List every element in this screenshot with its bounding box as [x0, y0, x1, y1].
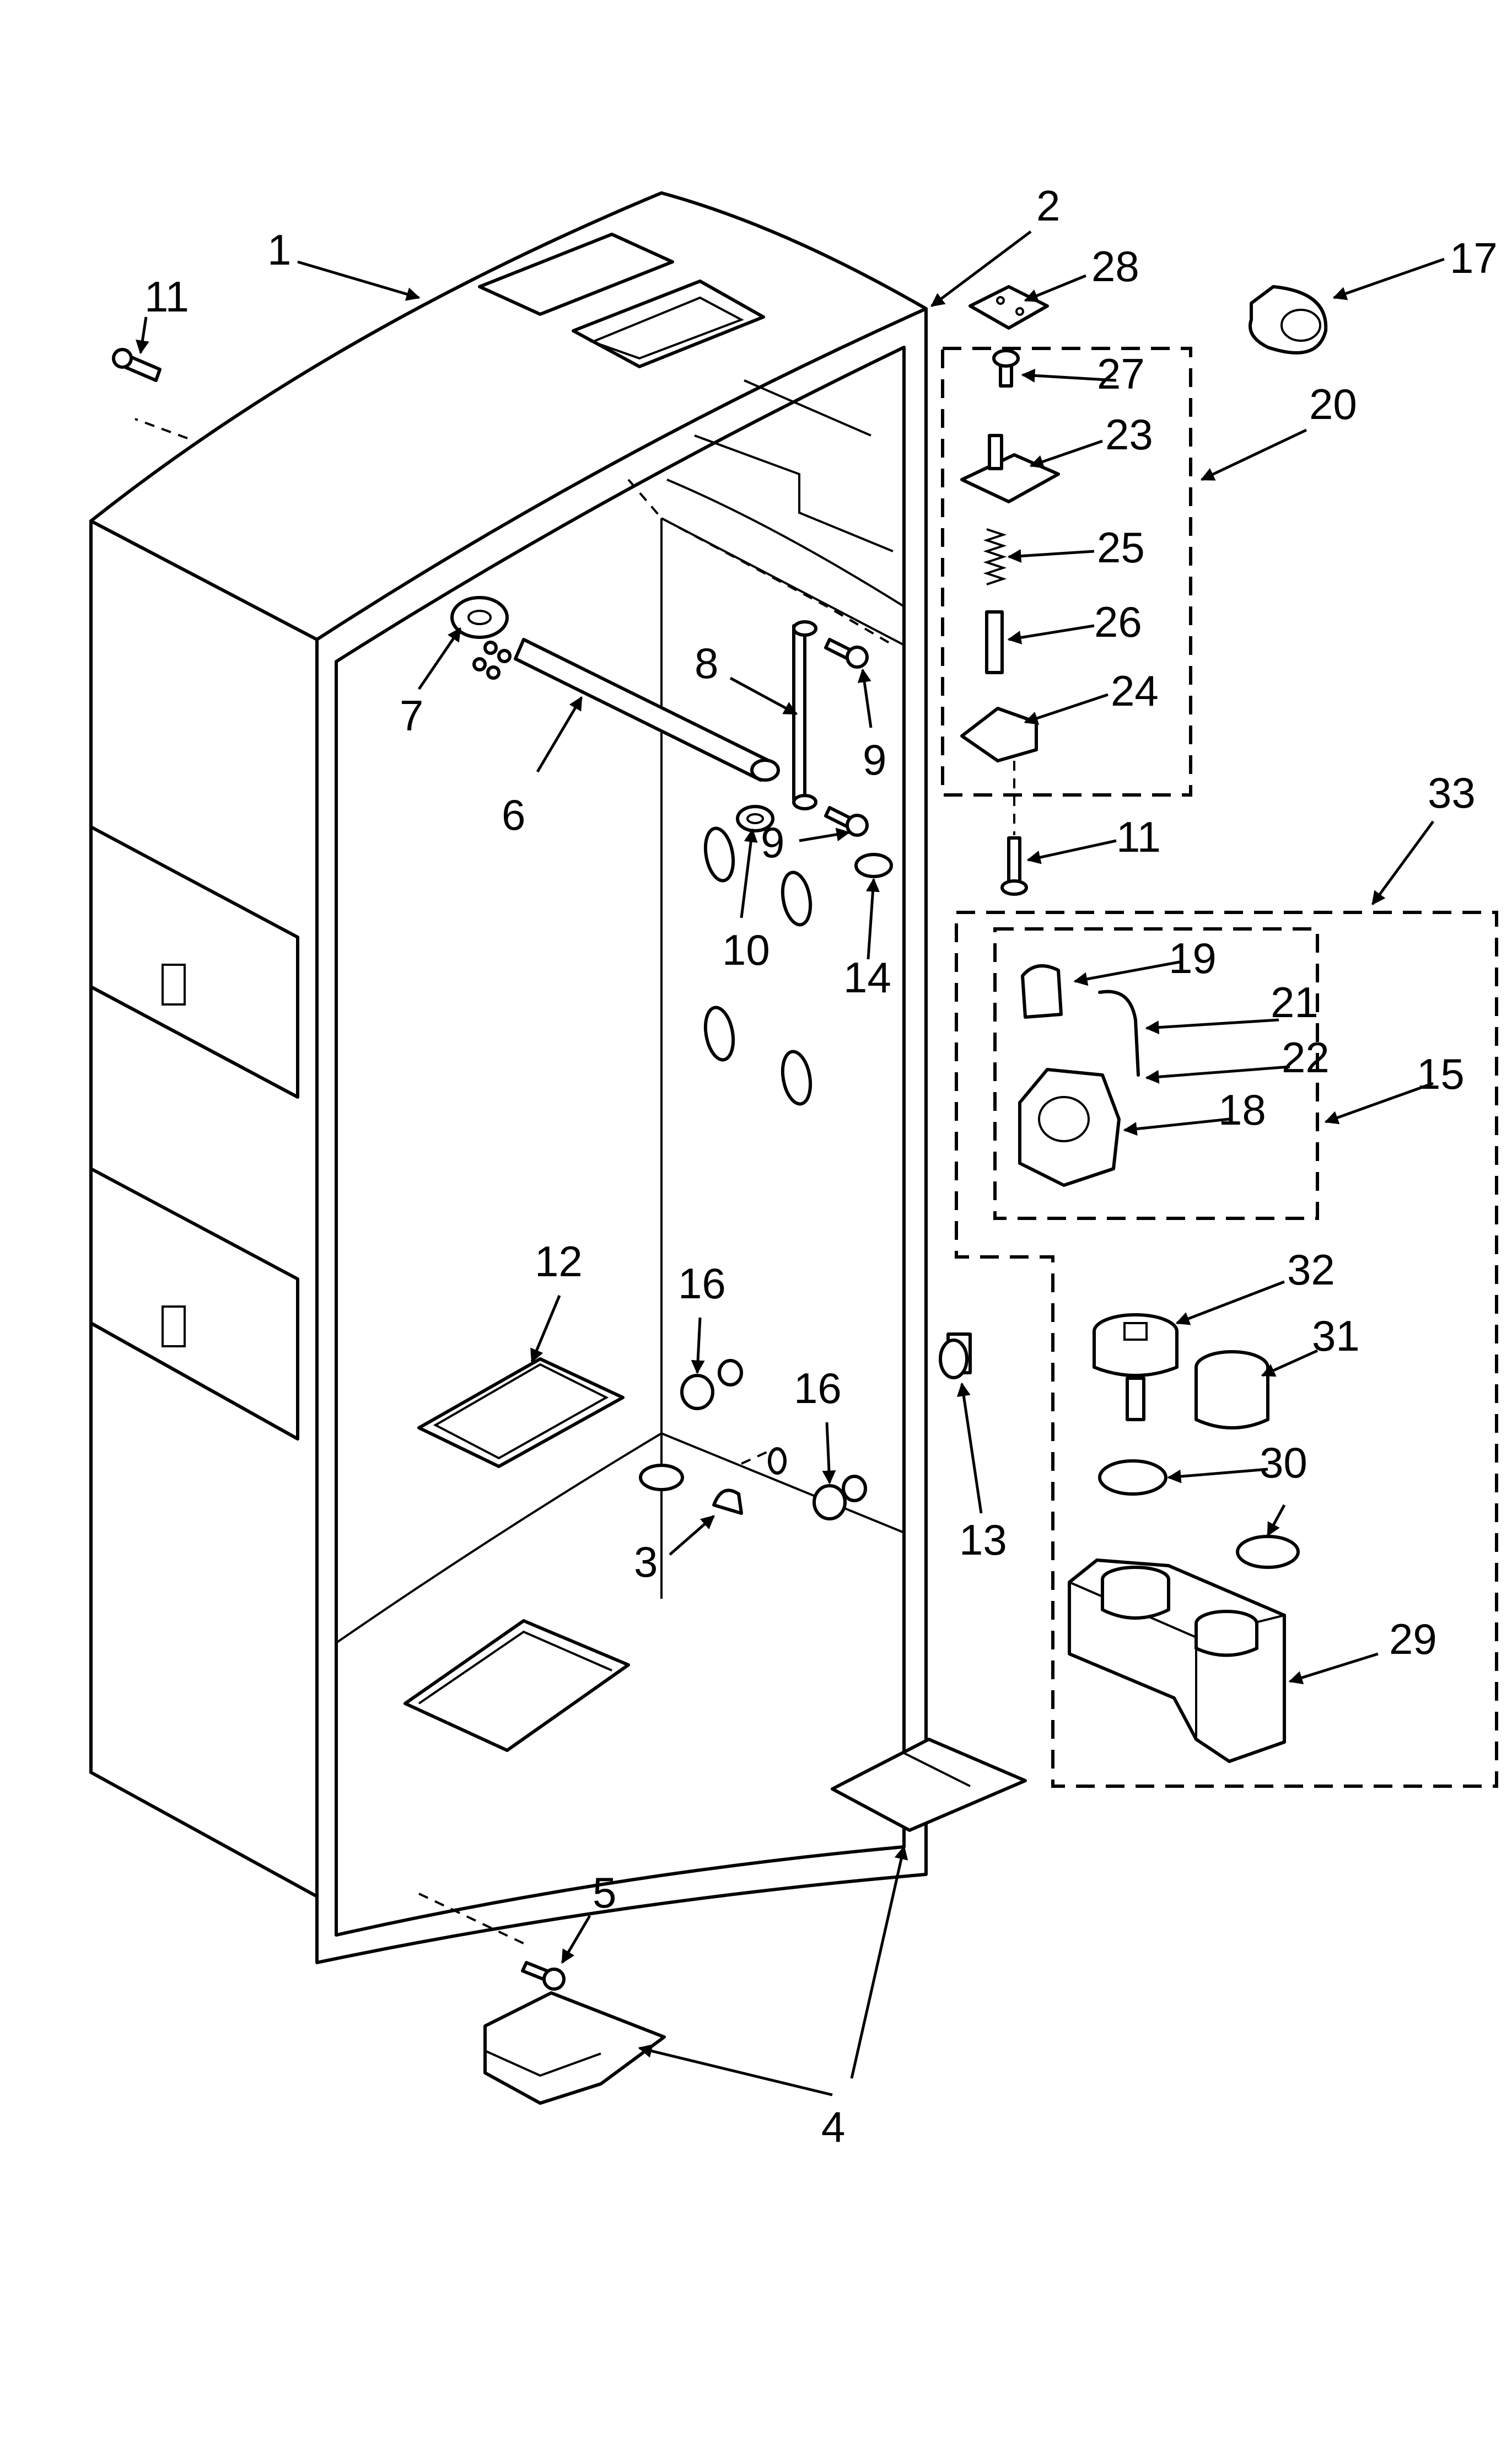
callout-12: 12 — [535, 1237, 583, 1286]
screw-9-top — [824, 638, 869, 669]
screw-9-lower — [824, 806, 869, 837]
callout-24: 24 — [1111, 667, 1159, 715]
callout-31: 31 — [1312, 1312, 1360, 1360]
callout-9b: 9 — [761, 818, 784, 867]
callout-2: 2 — [1036, 181, 1060, 230]
callout-25: 25 — [1097, 523, 1145, 572]
callout-labels: 1 2 3 4 5 6 7 8 9 9 10 11 11 12 13 14 15… — [144, 181, 1498, 2151]
callout-17: 17 — [1450, 234, 1498, 282]
callout-3: 3 — [634, 1538, 658, 1586]
callout-1: 1 — [267, 225, 291, 274]
assembly-box-15 — [993, 927, 1319, 1220]
callout-18: 18 — [1218, 1085, 1266, 1134]
callout-22: 22 — [1282, 1033, 1330, 1082]
cabinet-liner — [89, 191, 928, 1964]
cover-4-left — [483, 1991, 666, 2105]
screw-11-right — [1000, 836, 1028, 896]
callout-32: 32 — [1287, 1245, 1335, 1294]
callout-29: 29 — [1389, 1615, 1437, 1663]
callout-11a: 11 — [144, 272, 189, 321]
callout-9a: 9 — [863, 735, 886, 784]
cap-14 — [854, 853, 893, 878]
spring-25 — [983, 528, 1007, 585]
plug-16b — [813, 1484, 847, 1520]
housing-24 — [960, 707, 1038, 762]
body-18 — [1018, 1068, 1121, 1187]
oring-30b — [1236, 1535, 1300, 1569]
callout-30: 30 — [1260, 1438, 1307, 1487]
callout-28: 28 — [1091, 242, 1139, 291]
assembly-box-20 — [941, 347, 1192, 797]
cap-3 — [712, 1488, 743, 1515]
callout-27: 27 — [1097, 350, 1145, 398]
callout-23: 23 — [1105, 410, 1153, 459]
rod-8 — [792, 620, 817, 810]
cap-19 — [1021, 964, 1063, 1019]
callout-10: 10 — [722, 926, 770, 974]
knob-32 — [1093, 1313, 1179, 1421]
oring-30a — [1098, 1459, 1167, 1496]
callout-6: 6 — [502, 791, 525, 839]
screw-5 — [521, 1961, 566, 1991]
callout-7: 7 — [400, 691, 423, 740]
wire-21 — [1098, 990, 1140, 1077]
cap-31 — [1194, 1350, 1269, 1429]
pin-26 — [985, 610, 1004, 674]
callout-14: 14 — [843, 953, 891, 1002]
damper-7 — [450, 596, 512, 680]
callout-11b: 11 — [1116, 813, 1161, 861]
callout-4: 4 — [821, 2103, 845, 2151]
callout-19: 19 — [1169, 934, 1217, 982]
callout-26: 26 — [1094, 598, 1142, 646]
plate-23 — [960, 434, 1060, 503]
callout-16a: 16 — [678, 1259, 726, 1308]
callout-20: 20 — [1309, 380, 1357, 428]
callout-21: 21 — [1271, 978, 1319, 1026]
leader-lines — [136, 230, 1445, 2097]
screw-11-top — [112, 348, 162, 382]
bracket-28 — [968, 285, 1049, 330]
callout-33: 33 — [1428, 768, 1476, 817]
clip-17 — [1249, 285, 1328, 354]
callout-8: 8 — [695, 639, 718, 687]
screw-27 — [992, 349, 1020, 388]
cover-4-right — [831, 1738, 1027, 1832]
valve-13 — [939, 1332, 972, 1379]
tube-6 — [514, 638, 780, 782]
callout-5: 5 — [593, 1868, 616, 1917]
callout-13: 13 — [959, 1515, 1007, 1564]
housing-29 — [1068, 1558, 1286, 1763]
callout-16b: 16 — [794, 1364, 842, 1412]
callout-15: 15 — [1417, 1050, 1465, 1098]
plug-16a — [680, 1374, 714, 1410]
assembly-box-33 — [955, 911, 1498, 1788]
